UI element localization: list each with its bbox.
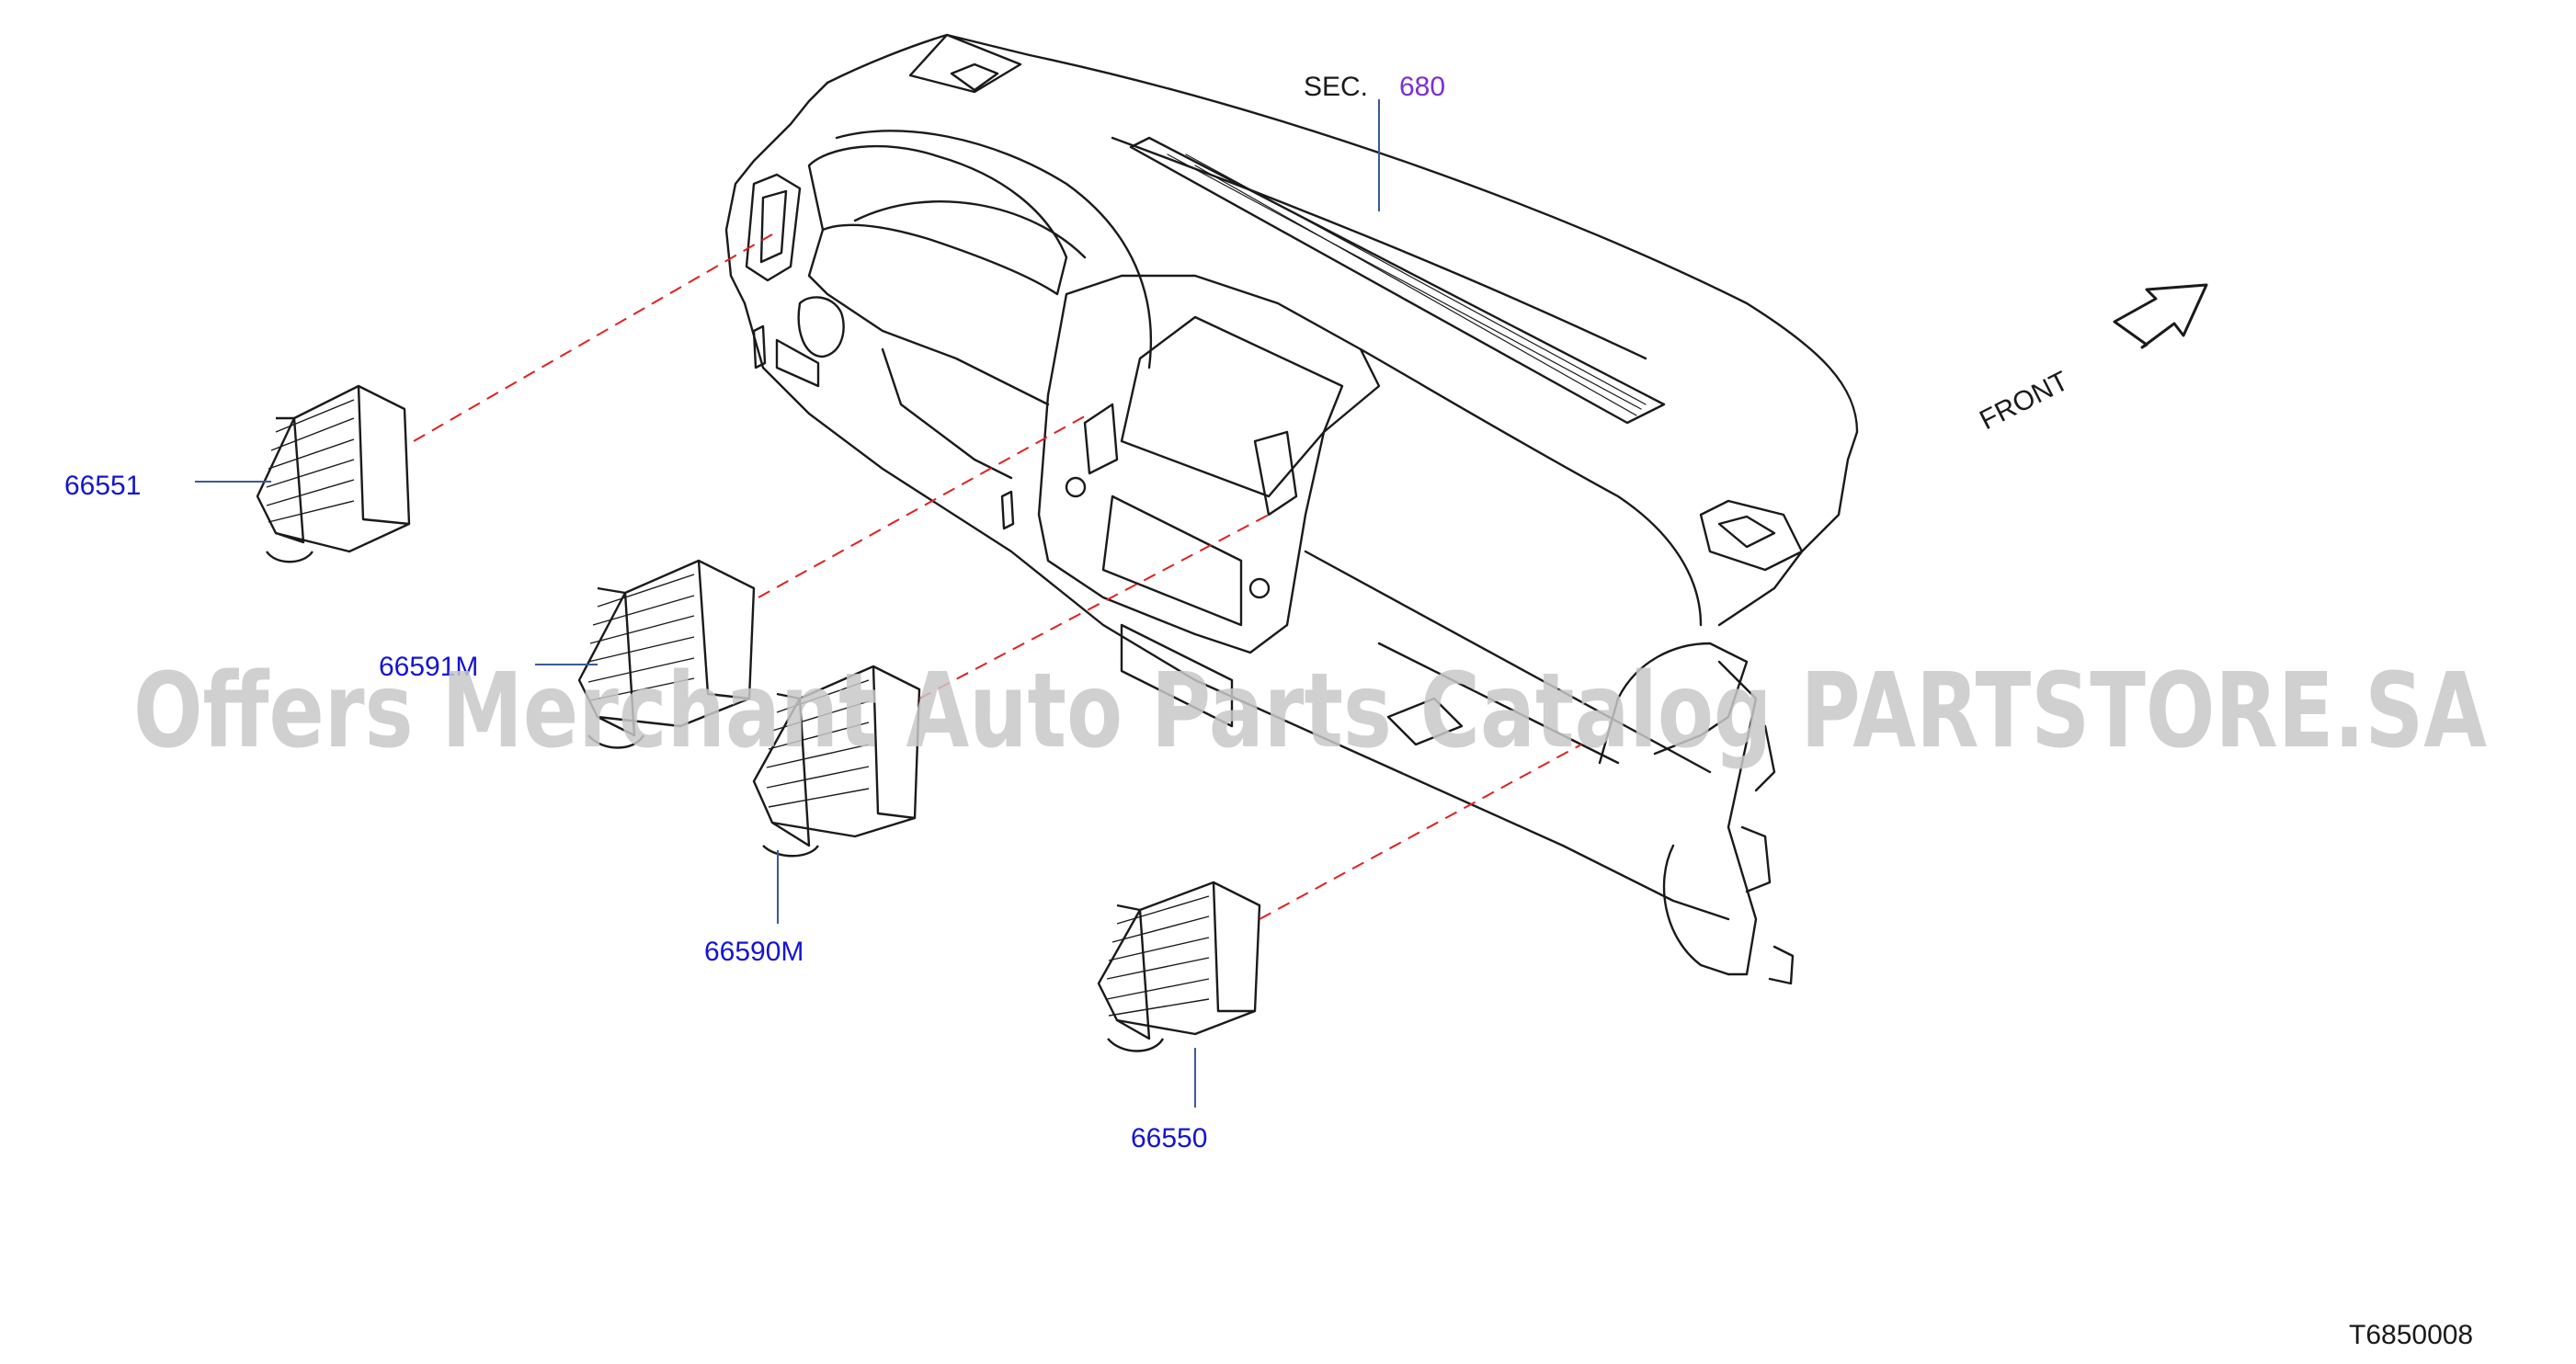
part-label-66590M[interactable]: 66590M: [704, 937, 804, 967]
assembly-dashed-leaders: [413, 233, 1582, 920]
vent-66551-drawing: [256, 384, 411, 563]
part-label-66591M[interactable]: 66591M: [379, 652, 478, 682]
dash-leader-66551: [413, 233, 773, 442]
part-label-66550[interactable]: 66550: [1131, 1123, 1207, 1154]
instrument-panel-drawing: [724, 33, 1859, 985]
vent-66590M-drawing: [752, 665, 921, 858]
front-label: FRONT: [1975, 366, 2073, 436]
label-leader-lines: [195, 99, 1380, 1108]
section-ref-prefix: SEC.: [1304, 72, 1368, 102]
defroster-grille-slats: [1167, 153, 1647, 416]
part-label-66551[interactable]: 66551: [64, 471, 141, 501]
dash-leader-66550: [1259, 744, 1582, 920]
vent-66550-drawing: [1097, 881, 1261, 1052]
watermark-text: Offers Merchant Auto Parts Catalog PARTS…: [133, 652, 2487, 771]
dash-leader-66590M: [918, 514, 1270, 699]
vent-66591M-drawing: [577, 559, 756, 749]
diagram-code: T6850008: [2349, 1320, 2473, 1350]
section-ref-number[interactable]: 680: [1399, 72, 1445, 102]
front-direction-arrow: [2113, 283, 2208, 349]
